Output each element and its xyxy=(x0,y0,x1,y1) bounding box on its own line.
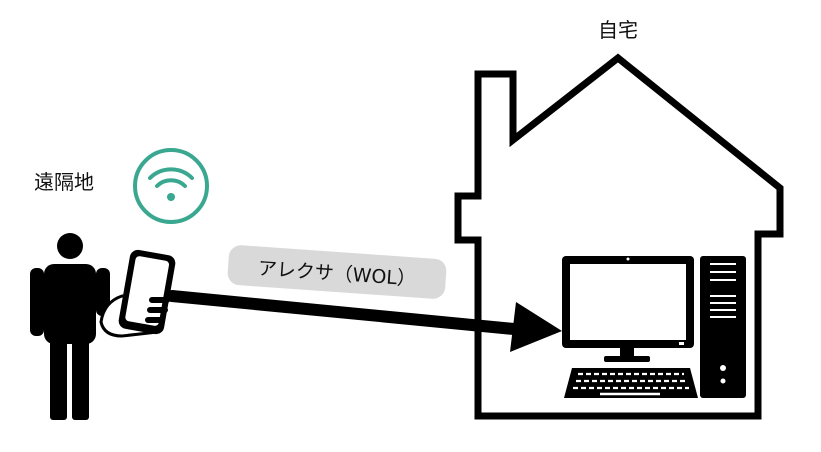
monitor-icon xyxy=(562,256,694,362)
keyboard-icon xyxy=(564,368,698,398)
smartphone-icon xyxy=(99,249,176,338)
arrow-icon xyxy=(166,290,562,352)
home-label: 自宅 xyxy=(598,18,638,42)
pc-tower-icon xyxy=(700,256,746,398)
remote-location-label: 遠隔地 xyxy=(34,170,94,194)
wifi-icon xyxy=(133,148,209,224)
house-icon xyxy=(454,53,784,420)
person-icon xyxy=(30,233,110,420)
